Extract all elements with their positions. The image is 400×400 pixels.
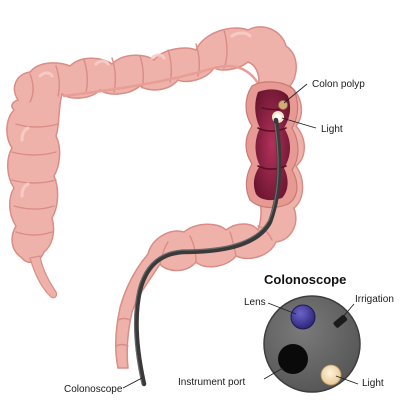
colon-polyp-label: Colon polyp [312,79,365,90]
irrigation-icon [333,315,348,328]
irrigation-label: Irrigation [355,294,394,305]
appendix [29,255,58,299]
lens-leader [267,302,297,315]
light-top-label: Light [321,124,343,135]
colonoscope-label: Colonoscope [64,384,123,395]
light-inset-label: Light [362,378,384,389]
colon-body [6,26,305,369]
instrument-port-label: Instrument port [178,377,245,388]
colonoscope-tip-inset: Colonoscope Lens Irrigation Instrument p… [178,272,394,393]
colonoscope-leader [122,377,143,389]
colon-polyp-leader [283,83,308,104]
lens-label: Lens [244,297,266,308]
colon-polyp [278,100,288,110]
lens-icon [290,304,316,330]
instrument-port-icon [278,344,308,374]
instrument-port-leader [263,367,284,380]
colon-illustration [6,26,305,369]
light-top-leader [281,117,317,129]
light-icon [320,364,342,386]
taenia-strip [62,64,264,98]
colon-highlights [20,31,252,198]
inset-title: Colonoscope [264,272,346,287]
colonoscope-tube-highlight [133,123,279,385]
light-inset-leader [335,375,359,385]
colon-cutaway [245,81,299,209]
colonoscope-tube [134,117,282,387]
irrigation-leader [341,303,355,319]
